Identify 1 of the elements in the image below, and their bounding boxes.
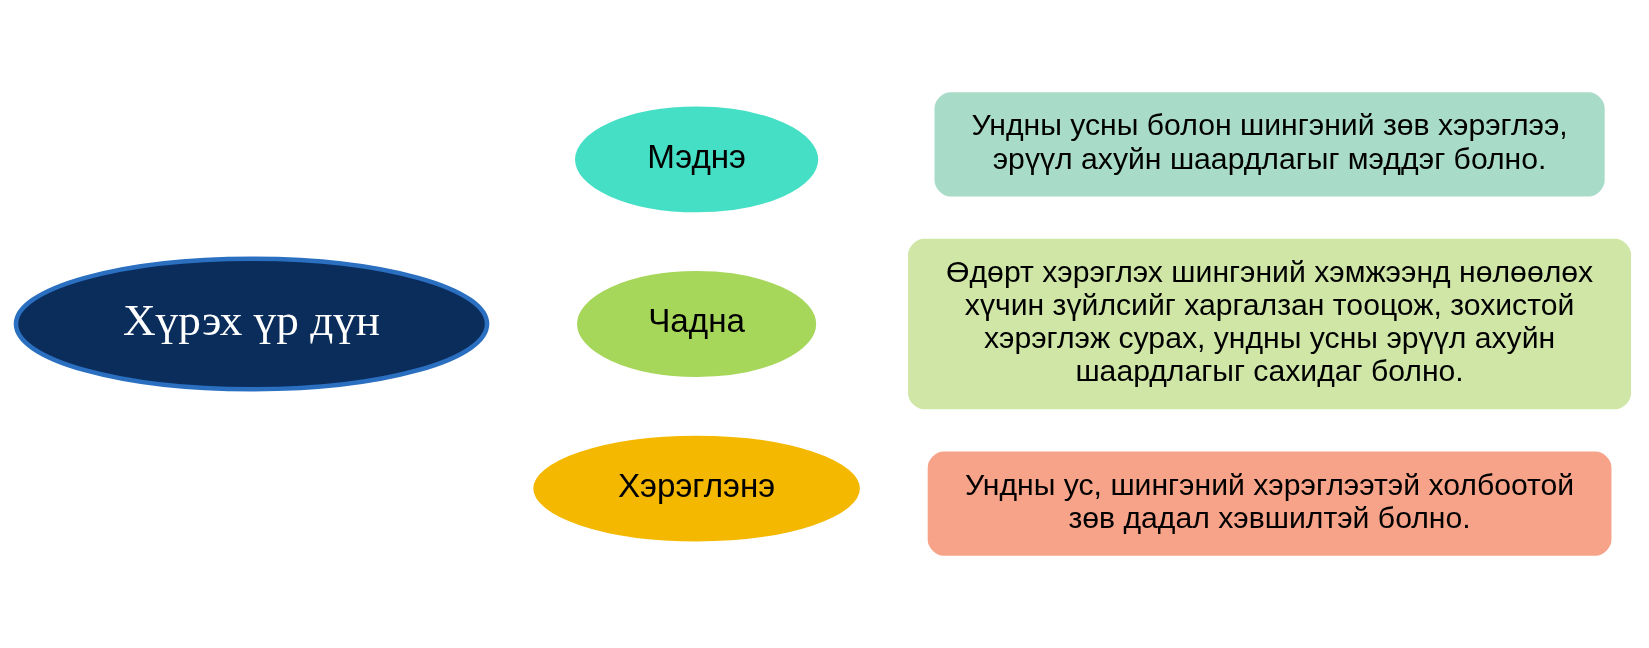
node-ellipse: Хүрэх үр дүн [13, 256, 490, 392]
